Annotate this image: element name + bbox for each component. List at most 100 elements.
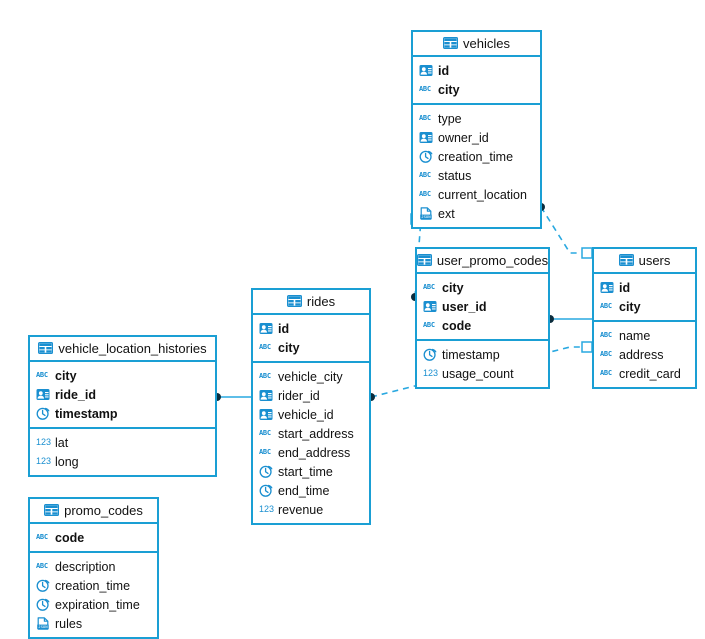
json-document-icon: JSON (36, 617, 50, 630)
abc-text-icon: ABC (419, 171, 431, 179)
table-header-rides[interactable]: rides (253, 290, 369, 315)
field-name: ext (438, 206, 455, 221)
123-number-icon: 123 (36, 437, 52, 447)
field-name: name (619, 328, 651, 343)
field-row[interactable]: rider_id (253, 386, 369, 405)
field-name: start_time (278, 464, 333, 479)
field-row[interactable]: creation_time (413, 147, 540, 166)
field-name: status (438, 168, 472, 183)
field-name: address (619, 347, 664, 362)
field-row[interactable]: id (253, 319, 369, 338)
field-name: city (619, 299, 641, 314)
field-row[interactable]: creation_time (30, 576, 157, 595)
field-row[interactable]: id (594, 278, 695, 297)
field-row[interactable]: timestamp (417, 345, 548, 364)
table-header-user_promo_codes[interactable]: user_promo_codes (416, 249, 548, 274)
clock-icon (36, 407, 50, 420)
field-name: end_address (278, 445, 351, 460)
field-name: id (278, 321, 290, 336)
field-name: code (55, 530, 85, 545)
abc-text-icon: ABC (259, 429, 271, 437)
field-row[interactable]: ABC end_address (253, 443, 369, 462)
field-row[interactable]: ABC status (413, 166, 540, 185)
id-card-icon (259, 408, 273, 421)
id-card-icon (600, 281, 614, 294)
field-name: user_id (442, 299, 487, 314)
clock-icon (259, 484, 273, 497)
field-name: id (619, 280, 631, 295)
table-grid-icon (618, 254, 634, 267)
table-header-users[interactable]: users (594, 249, 695, 274)
clock-icon (36, 598, 50, 611)
table-header-vehicles[interactable]: vehicles (413, 32, 540, 57)
abc-text-icon: ABC (600, 369, 612, 377)
field-row[interactable]: vehicle_id (253, 405, 369, 424)
table-header-promo_codes[interactable]: promo_codes (30, 499, 157, 524)
field-row[interactable]: end_time (253, 481, 369, 500)
id-card-icon (419, 64, 433, 77)
field-row[interactable]: timestamp (30, 404, 215, 423)
123-number-icon: 123 (423, 368, 439, 378)
abc-text-icon: ABC (259, 448, 271, 456)
field-name: end_time (278, 483, 330, 498)
field-name: id (438, 63, 450, 78)
field-row[interactable]: expiration_time (30, 595, 157, 614)
clock-icon (259, 465, 273, 478)
field-row[interactable]: ride_id (30, 385, 215, 404)
field-name: creation_time (438, 149, 514, 164)
field-row[interactable]: ABC start_address (253, 424, 369, 443)
field-name: vehicle_id (278, 407, 334, 422)
field-name: start_address (278, 426, 354, 441)
table-header-vehicle_location_histories[interactable]: vehicle_location_histories (30, 337, 215, 362)
field-row[interactable]: ABC type (413, 109, 540, 128)
relationship-user_promo_codes-to-users[interactable] (546, 315, 592, 323)
field-name: lat (55, 435, 69, 450)
id-card-icon (259, 322, 273, 335)
relationship-vehicle_location_histories-to-rides[interactable] (213, 393, 251, 401)
field-row[interactable]: id (413, 61, 540, 80)
abc-text-icon: ABC (419, 114, 431, 122)
svg-text:JSON: JSON (38, 624, 48, 629)
field-name: type (438, 111, 462, 126)
abc-text-icon: ABC (36, 371, 48, 379)
table-title: vehicle_location_histories (58, 341, 207, 356)
clock-icon (423, 348, 437, 361)
field-row[interactable]: start_time (253, 462, 369, 481)
id-card-icon (36, 388, 50, 401)
field-name: owner_id (438, 130, 489, 145)
field-name: rules (55, 616, 83, 631)
abc-text-icon: ABC (259, 343, 271, 351)
table-grid-icon (416, 254, 432, 267)
field-row[interactable]: user_id (417, 297, 548, 316)
field-row[interactable]: owner_id (413, 128, 540, 147)
field-row[interactable]: JSON rules (30, 614, 157, 633)
